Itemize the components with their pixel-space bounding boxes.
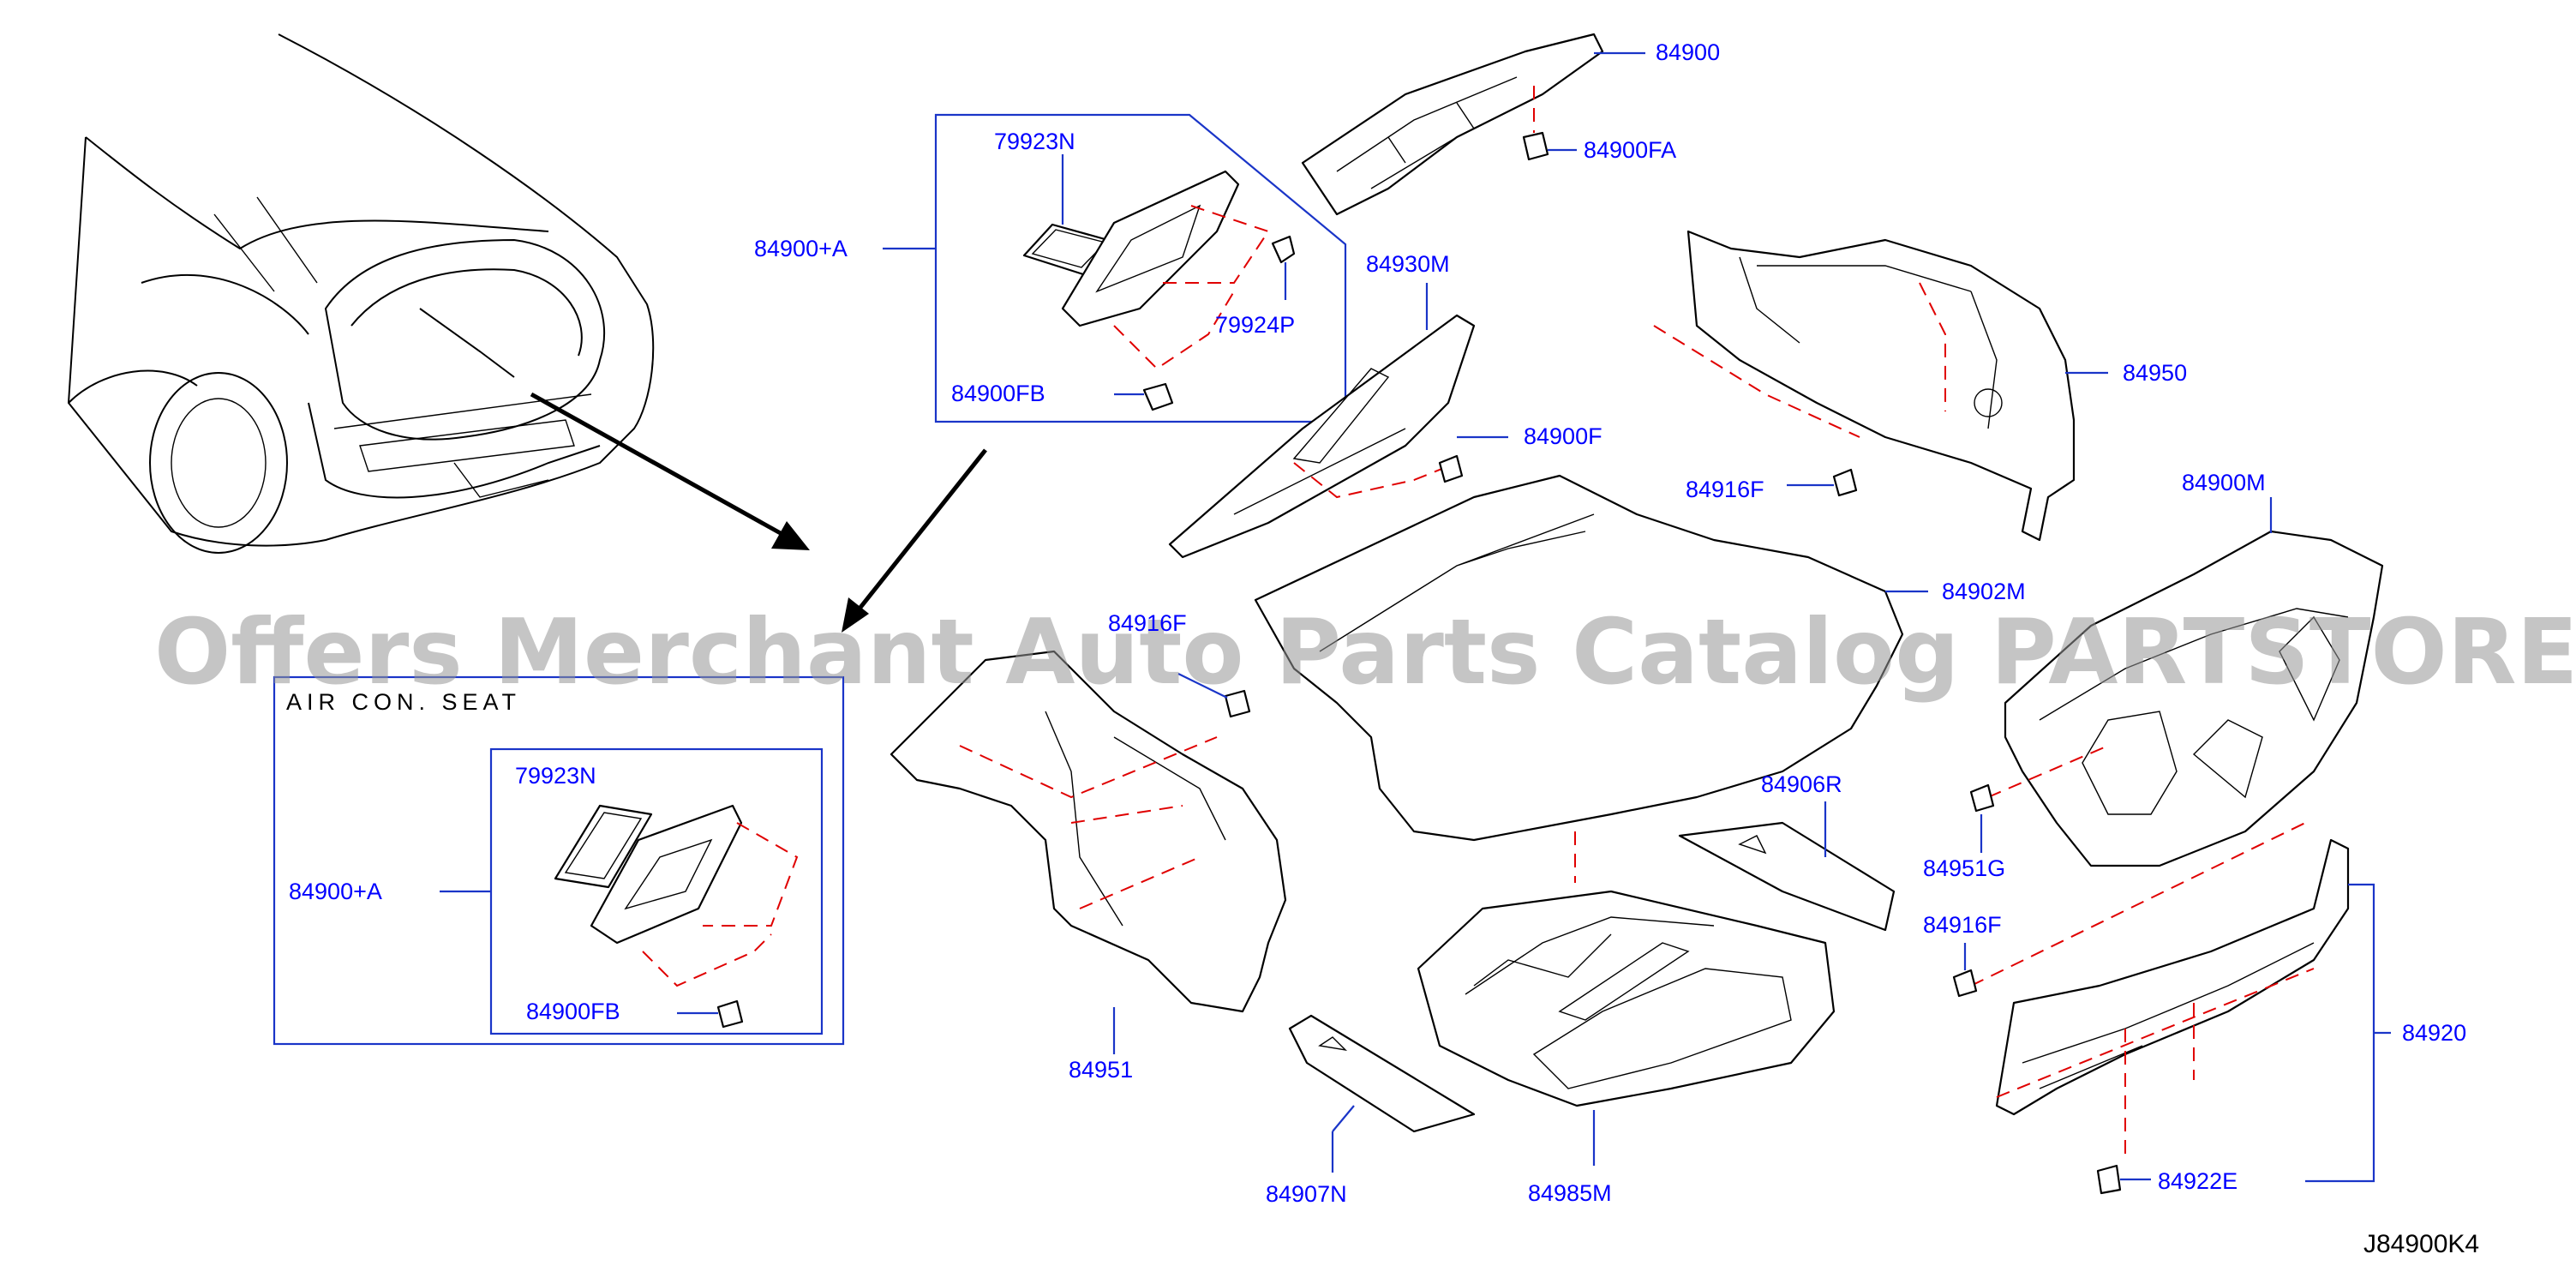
label-84951G[interactable]: 84951G xyxy=(1923,855,2006,881)
diagram-code: J84900K4 xyxy=(2363,1230,2480,1258)
part-84907N-shape xyxy=(1288,1014,1476,1173)
inset-title: AIR CON. SEAT xyxy=(286,689,522,715)
label-84900M[interactable]: 84900M xyxy=(2182,470,2266,495)
vehicle-illustration xyxy=(67,33,655,554)
part-84985M-shape xyxy=(1417,890,1836,1166)
label-84930M[interactable]: 84930M xyxy=(1366,251,1450,277)
label-84916F-right[interactable]: 84916F xyxy=(1923,912,2002,938)
label-84900FB-top[interactable]: 84900FB xyxy=(951,381,1045,406)
top-inset-group xyxy=(883,113,1347,423)
label-84951[interactable]: 84951 xyxy=(1069,1057,1134,1083)
pointer-arrows xyxy=(530,392,987,633)
part-84900M-shape xyxy=(1969,497,2384,867)
label-84916F-mid[interactable]: 84916F xyxy=(1108,610,1187,636)
label-84902M[interactable]: 84902M xyxy=(1942,579,2026,604)
part-84902M-shape xyxy=(1254,474,1928,883)
part-84920-shape xyxy=(1952,822,2391,1195)
label-84985M[interactable]: 84985M xyxy=(1528,1180,1612,1206)
part-84930M-shape xyxy=(1168,283,1508,559)
label-84920[interactable]: 84920 xyxy=(2402,1020,2467,1046)
label-84900FB-inset[interactable]: 84900FB xyxy=(526,999,620,1024)
label-79924P[interactable]: 79924P xyxy=(1215,312,1296,338)
label-84900FA[interactable]: 84900FA xyxy=(1584,137,1677,163)
part-84951-shape xyxy=(890,650,1287,1054)
label-84900A-inset[interactable]: 84900+A xyxy=(289,879,382,904)
part-84900-shape xyxy=(1301,33,1645,216)
label-84907N[interactable]: 84907N xyxy=(1266,1181,1347,1207)
label-84922E[interactable]: 84922E xyxy=(2158,1168,2238,1194)
label-84900A-top[interactable]: 84900+A xyxy=(754,236,848,261)
label-79923N-inset[interactable]: 79923N xyxy=(515,763,596,789)
label-84916F-top[interactable]: 84916F xyxy=(1686,477,1764,502)
label-84950[interactable]: 84950 xyxy=(2123,360,2188,386)
part-84906R-shape xyxy=(1678,801,1896,932)
label-84900[interactable]: 84900 xyxy=(1656,39,1721,65)
label-79923N-top[interactable]: 79923N xyxy=(994,129,1075,154)
air-con-seat-inset xyxy=(273,675,845,1046)
label-84900F[interactable]: 84900F xyxy=(1524,423,1603,449)
part-84950-shape xyxy=(1653,230,2108,542)
label-84906R[interactable]: 84906R xyxy=(1761,771,1842,797)
